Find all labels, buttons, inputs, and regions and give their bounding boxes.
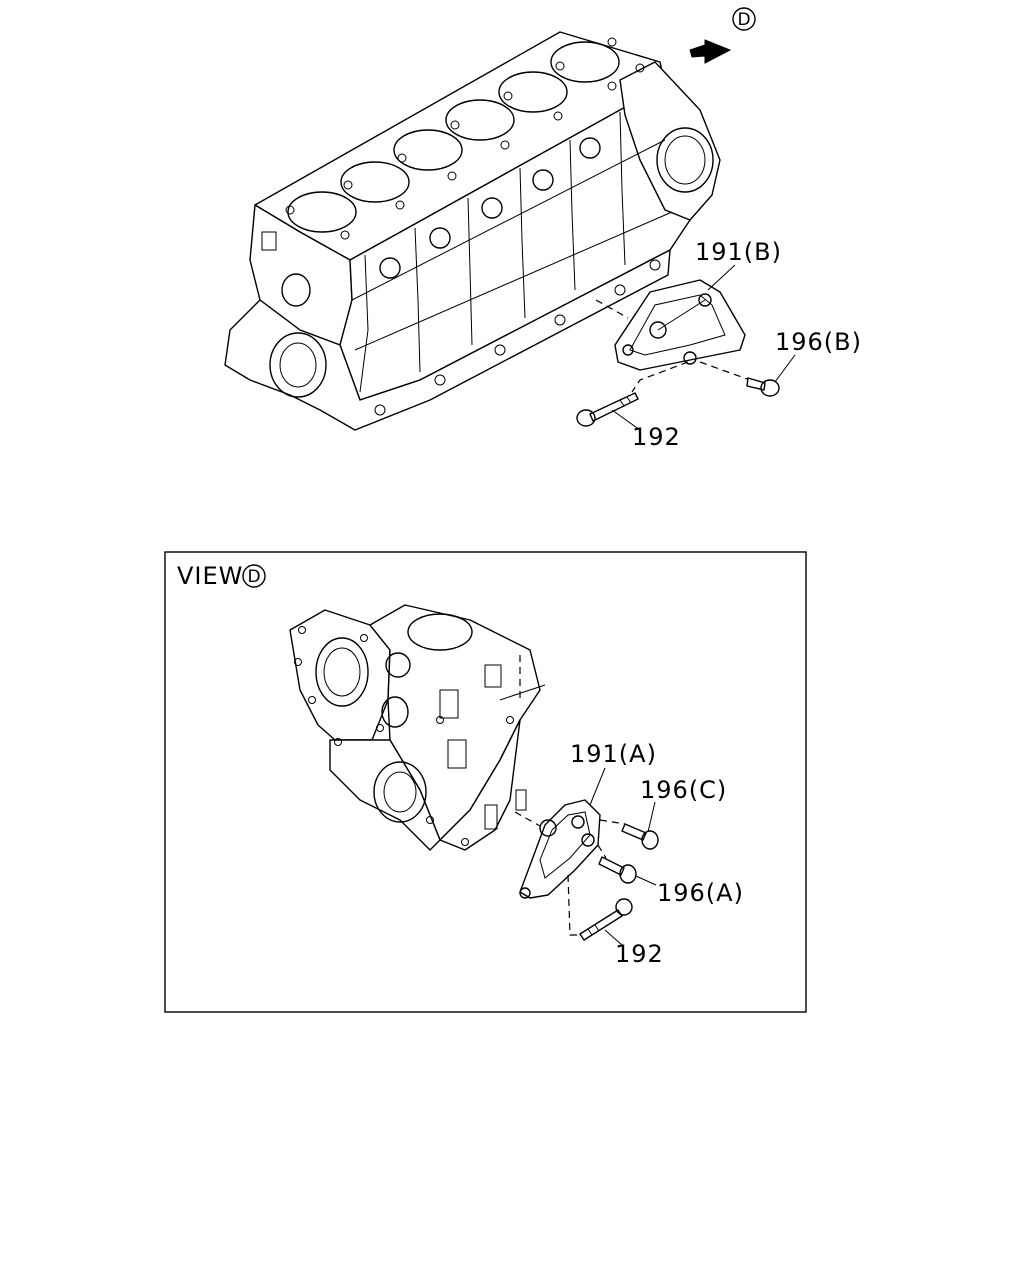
view-d-frame [164,551,807,1013]
view-d-title-marker: D [247,567,260,587]
callout-192-top: 192 [632,423,681,451]
engine-block-detail [289,604,546,851]
view-marker-top: D [732,7,756,31]
view-direction-arrow [689,39,732,64]
stud-192-detail [579,898,633,941]
callout-191b: 191(B) [695,238,782,266]
callout-192-detail: 192 [615,940,664,968]
callout-191a: 191(A) [570,740,657,768]
callout-196b: 196(B) [775,328,862,356]
callout-196c: 196(C) [640,776,727,804]
engine-block-top [224,31,721,431]
view-d-title: VIEW D [177,562,266,590]
bracket-191b [614,279,746,371]
callout-196a: 196(A) [657,879,744,907]
view-d-title-prefix: VIEW [177,562,243,590]
view-marker-top-letter: D [737,10,750,30]
stud-192-top [576,392,639,427]
bolt-196a [598,856,637,884]
bolt-196b [746,377,780,397]
bolt-196c [621,823,659,850]
bracket-191a [519,799,601,899]
